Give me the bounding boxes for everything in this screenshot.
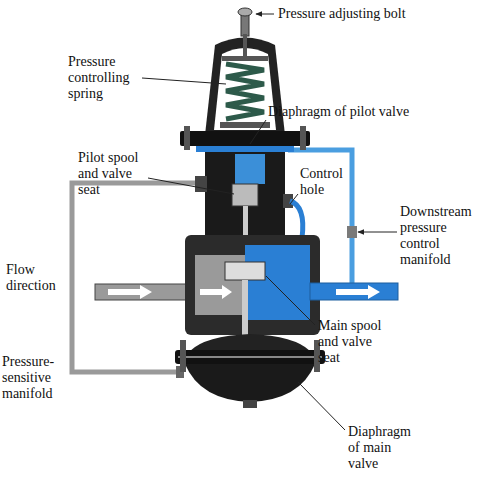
control-tube [290,201,303,238]
adjusting-bolt [241,14,249,36]
pilot-body [205,152,285,235]
part-label: Diaphragm of main valve [348,424,416,472]
part-label: Pressure adjusting bolt [278,6,406,22]
part-label: Control hole [300,166,354,198]
part-label: Main spool and valve seat [318,318,393,366]
outlet-pipe [310,283,398,300]
part-label: Flow direction [6,262,68,294]
part-label: Downstream pressure control manifold [400,204,478,268]
spring [226,64,264,119]
pilot-diaphragm [196,146,294,152]
main-diaphragm [178,356,322,358]
main-spool [225,262,265,280]
leader-line [298,382,345,430]
leader-line [358,232,397,233]
part-label: Pilot spool and valve seat [78,150,148,198]
leader-line [266,276,315,325]
bonnet-inside [214,48,276,130]
part-label: Diaphragm of pilot valve [268,104,409,120]
leader-line [148,178,234,194]
part-label: Pressure-sensitive manifold [2,354,68,402]
pilot-flange [180,131,310,146]
diaphragm-cover [190,334,310,351]
leader-line [250,120,266,144]
pressure-sensitive-tube [72,183,198,372]
inlet-pipe [95,284,195,300]
main-flange [175,350,325,364]
fitting [347,226,357,238]
diaphragm-bowl [185,364,315,402]
part-label: Pressure controlling spring [68,54,142,102]
bolt-head [238,8,252,16]
main-body [185,235,320,335]
leader-line [142,78,226,84]
leader-line [256,14,274,15]
leader-line [290,194,298,204]
